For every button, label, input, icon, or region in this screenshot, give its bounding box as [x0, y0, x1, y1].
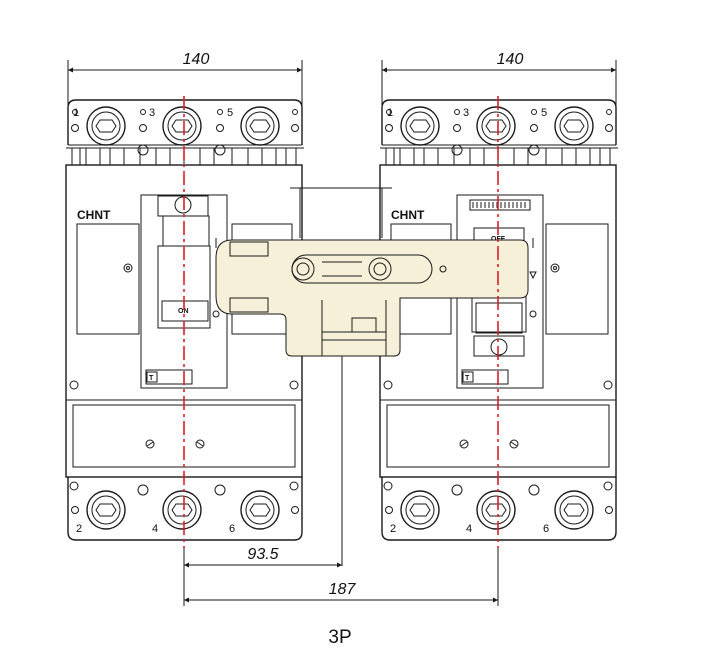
terminal-label-6-bottom-right: 6 — [543, 523, 549, 535]
trip-label-right: T — [465, 375, 470, 382]
terminal-3-top-right — [476, 106, 516, 146]
terminal-label-6-bottom: 6 — [229, 523, 235, 535]
terminal-3-top — [162, 106, 202, 146]
dimension-half-spacing: 93.5 — [183, 546, 499, 606]
terminal-2-bottom-right — [400, 490, 440, 530]
handle-label-on: ON — [178, 308, 189, 315]
terminal-1-top-right — [400, 106, 440, 146]
terminal-label-1-top: 1 — [73, 107, 79, 119]
terminal-6-bottom — [240, 490, 280, 530]
dimension-spacing-label: 187 — [329, 581, 357, 598]
dimension-width-left: 140 — [67, 51, 303, 115]
dimension-spacing: 187 — [184, 581, 498, 603]
terminal-label-3-top-right: 3 — [463, 107, 469, 119]
brand-label-right: CHNT — [391, 208, 425, 222]
dimension-width-right-label: 140 — [497, 51, 524, 68]
trip-label-left: T — [149, 375, 154, 382]
terminal-4-bottom-right — [476, 490, 516, 530]
terminal-label-5-top: 5 — [227, 107, 233, 119]
terminal-label-2-bottom: 2 — [76, 523, 82, 535]
left-breaker: 1 3 5 CHNT ON T — [65, 99, 304, 541]
pole-caption: 3P — [328, 627, 351, 648]
terminal-4-bottom — [162, 490, 202, 530]
right-breaker: 1 3 5 CHNT OFF T — [379, 99, 618, 541]
terminal-label-5-top-right: 5 — [541, 107, 547, 119]
terminal-1-top — [86, 106, 126, 146]
dimension-half-spacing-label: 93.5 — [247, 546, 278, 563]
terminal-2-bottom — [86, 490, 126, 530]
terminal-label-1-top-right: 1 — [387, 107, 393, 119]
brand-label-left: CHNT — [77, 208, 111, 222]
terminal-label-4-bottom-right: 4 — [466, 523, 472, 535]
dimension-width-right: 140 — [381, 51, 617, 115]
terminal-label-3-top: 3 — [149, 107, 155, 119]
terminal-label-4-bottom: 4 — [152, 523, 158, 535]
terminal-5-top-right — [554, 106, 594, 146]
terminal-5-top — [240, 106, 280, 146]
terminal-6-bottom-right — [554, 490, 594, 530]
dimension-width-left-label: 140 — [183, 51, 210, 68]
terminal-label-2-bottom-right: 2 — [390, 523, 396, 535]
mechanical-interlock — [215, 187, 529, 566]
